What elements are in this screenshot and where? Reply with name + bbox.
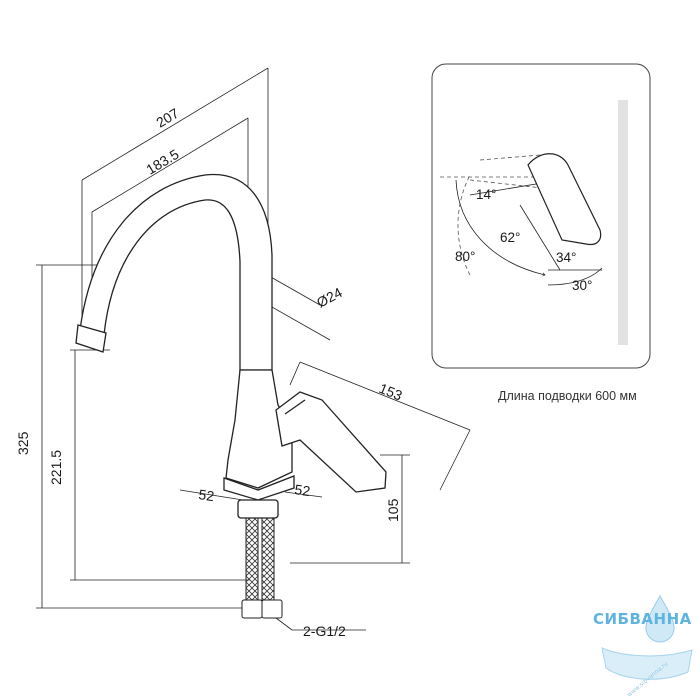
angle-inset-panel: 14° 62° 80° 34° 30° bbox=[431, 63, 651, 369]
water-drop-icon bbox=[645, 594, 675, 643]
spout-tip bbox=[75, 324, 107, 353]
dim-base-left: 52 bbox=[198, 486, 216, 504]
dim-handle-length: 153 bbox=[377, 380, 405, 404]
dimension-lines bbox=[36, 67, 471, 631]
angle-80: 80° bbox=[455, 249, 475, 264]
bathtub-icon bbox=[601, 647, 693, 680]
dim-overall-reach: 207 bbox=[153, 105, 181, 131]
hose-fitting-left bbox=[241, 599, 263, 619]
mounting-nut bbox=[237, 499, 279, 519]
dim-connection: 2-G1/2 bbox=[303, 623, 346, 639]
inset-scale-bar bbox=[618, 100, 628, 345]
angle-14: 14° bbox=[476, 187, 496, 202]
lever-handle bbox=[275, 391, 387, 493]
dim-spout-diameter: Ø24 bbox=[314, 284, 345, 311]
faucet-body bbox=[75, 173, 387, 519]
supply-hoses bbox=[241, 517, 283, 619]
spout bbox=[79, 173, 273, 371]
inset-handle bbox=[527, 153, 602, 246]
base-plate bbox=[223, 475, 295, 501]
sibvanna-logo bbox=[601, 594, 693, 680]
hose-fitting-right bbox=[261, 599, 283, 619]
hose-left bbox=[245, 517, 259, 605]
hose-right bbox=[261, 517, 275, 605]
faucet-base-body bbox=[225, 369, 293, 489]
dim-height-total: 325 bbox=[15, 431, 31, 455]
dim-spout-reach: 183.5 bbox=[143, 146, 181, 178]
angle-34: 34° bbox=[556, 250, 576, 265]
logo-name: СИБВАННА bbox=[593, 610, 692, 628]
dim-height-spout: 221.5 bbox=[48, 450, 64, 485]
angle-30: 30° bbox=[572, 278, 592, 293]
dim-handle-height: 105 bbox=[385, 498, 401, 522]
hose-length-caption: Длина подводки 600 мм bbox=[498, 389, 637, 403]
dim-base-right: 52 bbox=[294, 481, 312, 499]
angle-62: 62° bbox=[500, 230, 520, 245]
